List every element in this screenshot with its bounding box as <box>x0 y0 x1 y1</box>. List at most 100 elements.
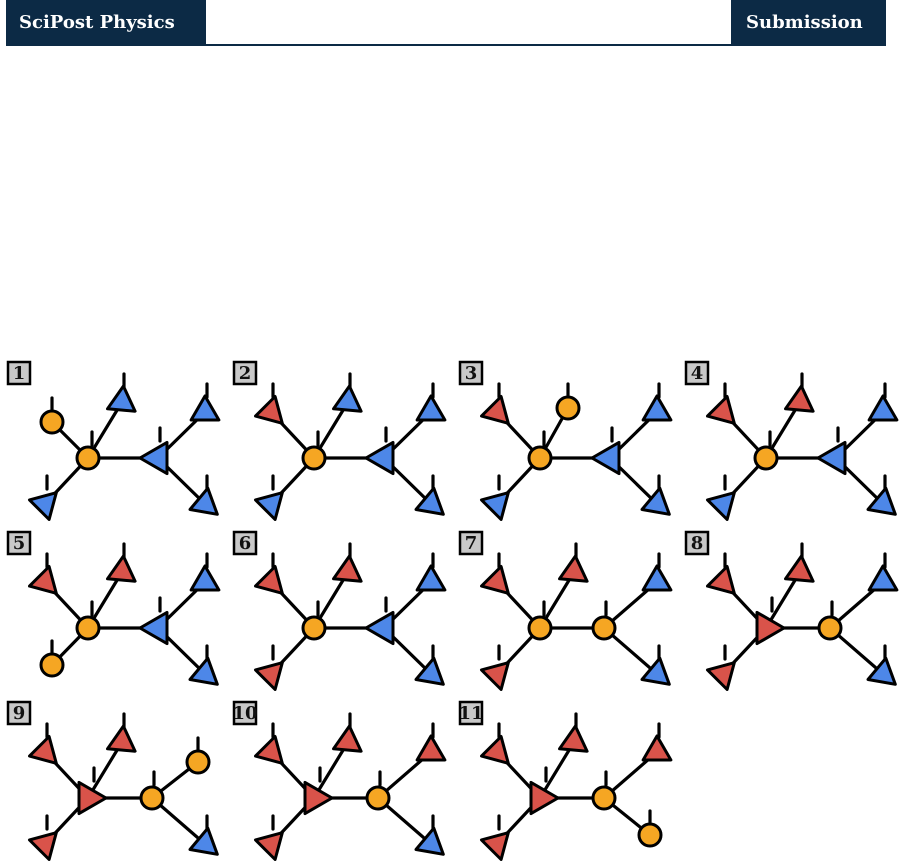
right-upper-leg-blue-triangle <box>867 394 899 422</box>
right-blue-triangle <box>816 440 847 476</box>
panel-number-badge <box>232 530 258 556</box>
right-upper-leg-blue-triangle <box>415 564 447 592</box>
middle-upper-leg-red-triangle <box>332 554 363 583</box>
panel-number: 9 <box>13 703 26 724</box>
right-lower-leg-blue-triangle <box>414 486 445 516</box>
middle-upper-leg-red-triangle <box>784 554 815 583</box>
left-upper-leg-red-triangle <box>28 735 58 765</box>
diagram-panel-11: 11 <box>458 700 673 861</box>
right-lower-leg-blue-triangle <box>866 656 897 686</box>
header-rule <box>6 44 886 46</box>
central-vertex-circle <box>75 615 101 641</box>
panel-number: 1 <box>13 363 26 384</box>
left-upper-leg-red-triangle <box>480 735 510 765</box>
central-vertex-circle <box>75 445 101 471</box>
left-lower-leg-blue-triangle <box>480 491 510 521</box>
journal-name: SciPost Physics <box>6 0 206 45</box>
propagator-line <box>312 740 350 800</box>
right-upper-leg-circle <box>185 749 211 775</box>
right-blue-triangle <box>590 440 621 476</box>
middle-upper-leg-circle <box>555 395 581 421</box>
panel-number-badge <box>684 530 710 556</box>
central-vertex-circle <box>301 615 327 641</box>
right-lower-leg-blue-triangle <box>188 656 219 686</box>
middle-upper-leg-red-triangle <box>332 724 363 753</box>
right-lower-leg-blue-triangle <box>640 656 671 686</box>
diagram-panel-6: 6 <box>232 530 447 691</box>
panel-number: 2 <box>239 363 252 384</box>
central-red-triangle <box>755 610 786 646</box>
propagator-line <box>538 740 576 800</box>
diagram-panel-1: 1 <box>6 360 221 521</box>
right-lower-leg-blue-triangle <box>188 826 219 856</box>
panel-number-badge <box>6 360 32 386</box>
left-upper-leg-red-triangle <box>254 735 284 765</box>
middle-upper-leg-red-triangle <box>558 724 589 753</box>
panel-number: 6 <box>239 533 252 554</box>
left-lower-leg-blue-triangle <box>706 491 736 521</box>
panel-number: 10 <box>232 703 257 724</box>
right-lower-leg-circle <box>637 822 663 848</box>
propagator-line <box>764 570 802 630</box>
right-upper-leg-red-triangle <box>641 734 673 762</box>
middle-upper-leg-red-triangle <box>784 384 815 413</box>
panel-number: 7 <box>465 533 478 554</box>
panel-number-badge <box>6 700 32 726</box>
right-upper-leg-red-triangle <box>415 734 447 762</box>
central-red-triangle <box>529 780 560 816</box>
left-lower-leg-red-triangle <box>28 831 58 861</box>
right-upper-leg-blue-triangle <box>641 564 673 592</box>
right-vertex-circle <box>591 785 617 811</box>
left-upper-leg-red-triangle <box>254 395 284 425</box>
central-red-triangle <box>303 780 334 816</box>
panel-number: 4 <box>691 363 704 384</box>
right-upper-leg-blue-triangle <box>415 394 447 422</box>
middle-upper-leg-blue-triangle <box>332 384 363 413</box>
panel-number-badge <box>458 530 484 556</box>
diagram-panel-5: 5 <box>6 530 221 686</box>
left-lower-leg-blue-triangle <box>254 491 284 521</box>
panel-number-badge <box>232 360 258 386</box>
panel-number: 3 <box>465 363 478 384</box>
panel-number-badge <box>6 530 32 556</box>
middle-upper-leg-red-triangle <box>558 554 589 583</box>
right-vertex-circle <box>817 615 843 641</box>
left-upper-leg-circle <box>39 409 65 435</box>
middle-upper-leg-red-triangle <box>106 724 137 753</box>
right-upper-leg-blue-triangle <box>189 564 221 592</box>
left-upper-leg-red-triangle <box>706 565 736 595</box>
feynman-diagram-grid: 1 2 3 4 5 6 7 8 9 10 11 <box>6 360 899 861</box>
panel-number: 8 <box>691 533 704 554</box>
panel-number: 5 <box>13 533 26 554</box>
right-blue-triangle <box>138 440 169 476</box>
central-vertex-circle <box>753 445 779 471</box>
panel-number-badge <box>232 700 258 726</box>
diagram-panel-7: 7 <box>458 530 673 691</box>
diagram-panel-3: 3 <box>458 360 673 521</box>
left-upper-leg-red-triangle <box>254 565 284 595</box>
diagram-panel-10: 10 <box>232 700 447 861</box>
left-upper-leg-red-triangle <box>706 395 736 425</box>
right-upper-leg-blue-triangle <box>189 394 221 422</box>
left-lower-leg-blue-triangle <box>28 491 58 521</box>
right-blue-triangle <box>364 440 395 476</box>
left-lower-leg-red-triangle <box>254 661 284 691</box>
left-lower-leg-red-triangle <box>706 661 736 691</box>
right-upper-leg-blue-triangle <box>867 564 899 592</box>
middle-upper-leg-blue-triangle <box>106 384 137 413</box>
right-lower-leg-blue-triangle <box>866 486 897 516</box>
diagram-panel-4: 4 <box>684 360 899 521</box>
central-vertex-circle <box>527 615 553 641</box>
submission-label: Submission <box>731 0 886 45</box>
panel-number-badge <box>458 700 484 726</box>
panel-number: 11 <box>458 703 483 724</box>
left-lower-leg-red-triangle <box>254 831 284 861</box>
diagram-panel-9: 9 <box>6 700 219 861</box>
left-lower-leg-red-triangle <box>480 831 510 861</box>
left-upper-leg-red-triangle <box>480 565 510 595</box>
right-lower-leg-blue-triangle <box>414 826 445 856</box>
panel-number-badge <box>458 360 484 386</box>
right-blue-triangle <box>364 610 395 646</box>
left-upper-leg-red-triangle <box>28 565 58 595</box>
central-red-triangle <box>77 780 108 816</box>
